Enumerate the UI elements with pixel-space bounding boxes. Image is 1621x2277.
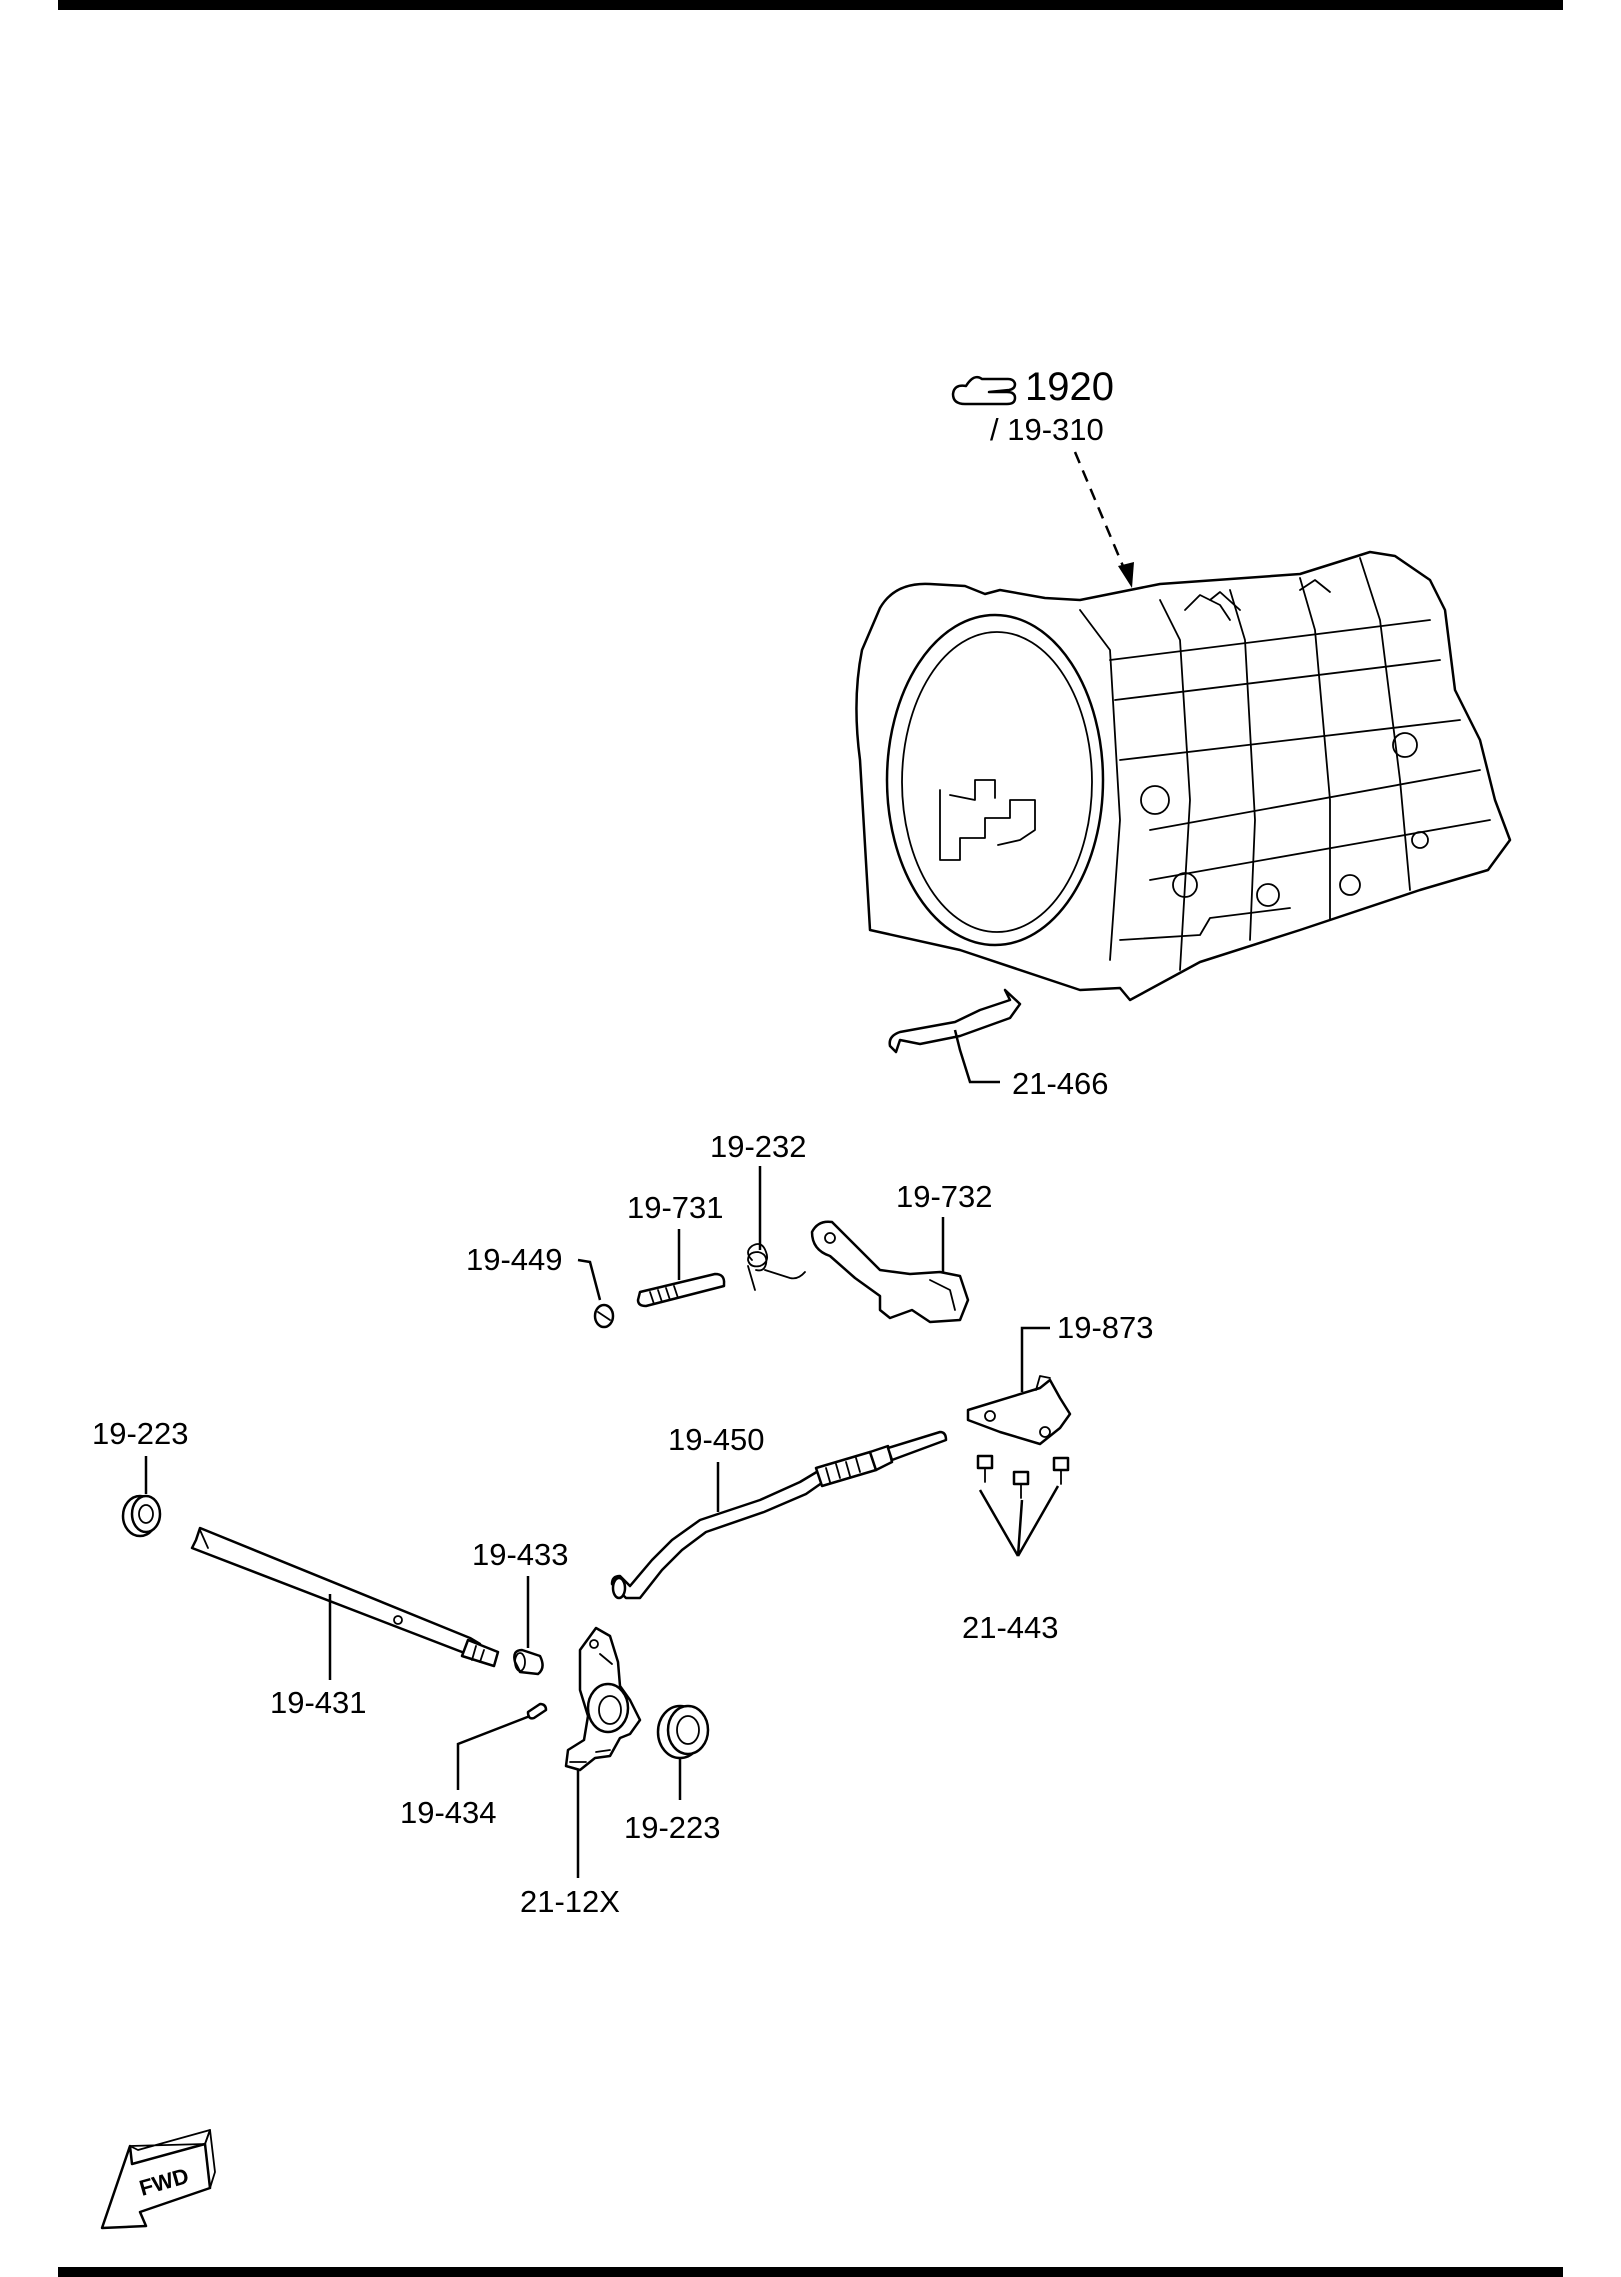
callout-19-223-right: 19-223 [624, 1810, 721, 1845]
spring-part [747, 1243, 806, 1291]
callout-19-434: 19-434 [400, 1795, 497, 1830]
section-ref-label: 1920 [1025, 365, 1114, 409]
callout-19-450: 19-450 [668, 1422, 765, 1457]
oil-seal-right-part [656, 1704, 710, 1760]
leader-21-443 [978, 1485, 1060, 1557]
callout-19-433: 19-433 [472, 1537, 569, 1572]
sub-ref-label: / 19-310 [990, 412, 1104, 447]
callout-19-449: 19-449 [466, 1242, 563, 1277]
bolt-part-1 [976, 1454, 994, 1483]
mounting-bracket-part [966, 1375, 1072, 1446]
callout-19-732: 19-732 [896, 1179, 993, 1214]
control-rod-part [610, 1430, 948, 1600]
case-bracket-part [888, 988, 1022, 1054]
oil-seal-left-part [121, 1494, 162, 1538]
transmission-case [855, 550, 1512, 1002]
clip-part [593, 1303, 615, 1329]
leader-21-466 [953, 1029, 1000, 1084]
pin-part [636, 1272, 726, 1308]
collar-part [513, 1648, 544, 1676]
callout-21-466: 21-466 [1012, 1066, 1109, 1101]
callout-19-873: 19-873 [1057, 1310, 1154, 1345]
leader-19-873 [1020, 1326, 1050, 1392]
manual-shaft-part [190, 1526, 500, 1668]
callout-19-731: 19-731 [627, 1190, 724, 1225]
top-border-bar [58, 0, 1563, 10]
ref-leader [1073, 451, 1130, 579]
detent-plate-part [564, 1626, 642, 1772]
bottom-border-bar [58, 2267, 1563, 2277]
bolt-part-3 [1012, 1470, 1030, 1499]
fwd-arrow-icon: FWD [100, 2129, 216, 2230]
leader-19-449 [577, 1258, 602, 1301]
callout-19-232: 19-232 [710, 1129, 807, 1164]
ref-arrowhead [1118, 562, 1134, 588]
bolt-part-2 [1052, 1456, 1070, 1485]
leader-19-434 [456, 1714, 531, 1790]
pointing-hand-icon [951, 375, 1017, 406]
callout-19-223-left: 19-223 [92, 1416, 189, 1451]
spring-pin-part [526, 1702, 548, 1720]
callout-21-12X: 21-12X [520, 1884, 620, 1919]
callout-21-443: 21-443 [962, 1610, 1059, 1645]
detent-lever-part [810, 1220, 970, 1324]
callout-19-431: 19-431 [270, 1685, 367, 1720]
